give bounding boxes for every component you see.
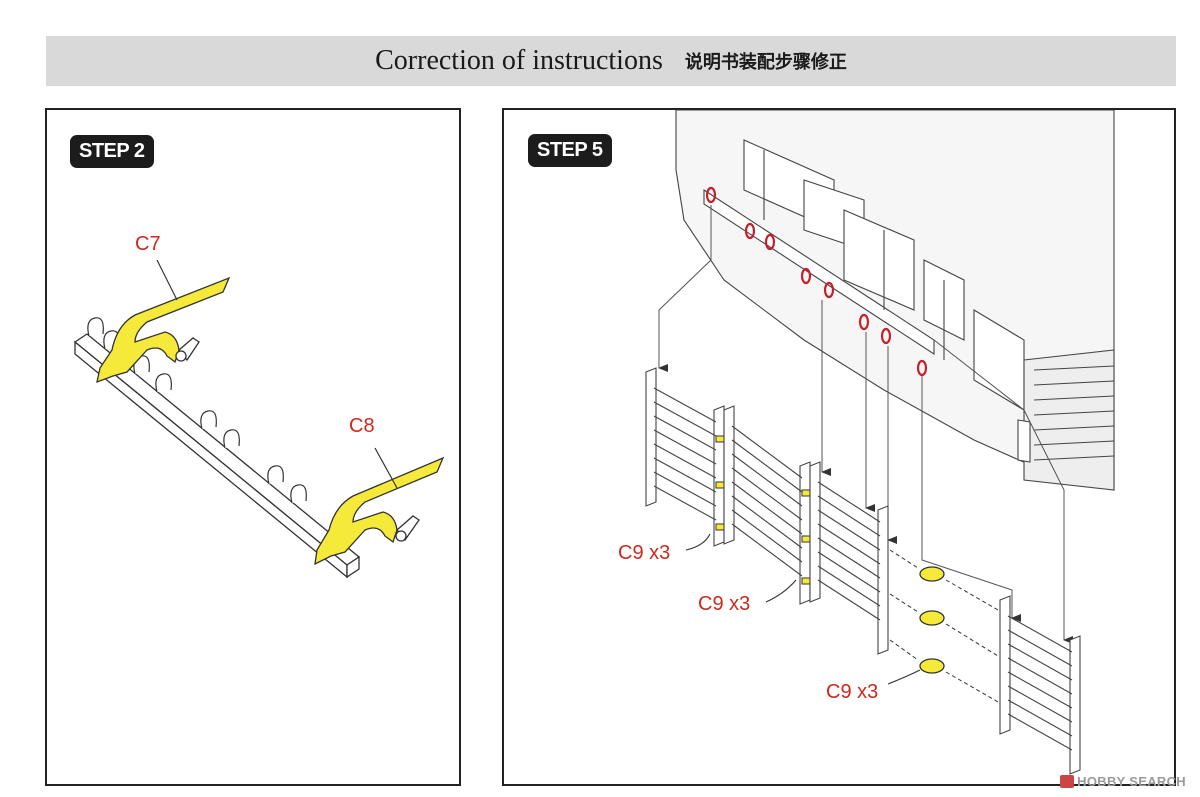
title-chinese: 说明书装配步骤修正 — [684, 52, 847, 73]
label-c7: C7 — [135, 233, 161, 255]
watermark-text: HOBBY SEARCH — [1077, 774, 1186, 789]
step-5-panel: C9 x3 C9 x3 C9 x3 STEP 5 — [502, 108, 1176, 786]
c8-leader-line — [374, 447, 398, 489]
rail-bar — [73, 333, 361, 579]
step-5-badge: STEP 5 — [528, 134, 612, 167]
step-2-diagram: C7 C8 — [73, 233, 445, 579]
label-c9-3: C9 x3 — [826, 681, 878, 703]
chassis-rings — [705, 186, 928, 377]
c9-rack-3 — [809, 461, 889, 655]
c9-guide-lines — [889, 549, 999, 703]
label-c9-2: C9 x3 — [698, 593, 750, 615]
title-banner: Correction of instructions 说明书装配步骤修正 — [46, 36, 1176, 86]
label-c8: C8 — [349, 415, 375, 437]
watermark: HOBBY SEARCH — [1060, 774, 1186, 789]
c9-label-leaders — [685, 533, 921, 685]
title-english: Correction of instructions — [375, 45, 663, 76]
c9-loose-clips — [919, 566, 945, 674]
hobby-search-logo-icon — [1060, 775, 1075, 788]
c7-leader-line — [156, 259, 178, 301]
part-c7-bracket — [96, 276, 231, 384]
c9-rack-1 — [645, 367, 725, 547]
step-2-badge: STEP 2 — [70, 135, 154, 168]
step-2-panel: C7 C8 STEP 2 — [45, 108, 461, 786]
c9-rack-2 — [723, 405, 811, 605]
part-c8-bracket — [314, 456, 445, 566]
step-5-diagram: C9 x3 C9 x3 C9 x3 — [618, 110, 1115, 775]
c9-rack-4 — [999, 595, 1081, 775]
label-c9-1: C9 x3 — [618, 542, 670, 564]
